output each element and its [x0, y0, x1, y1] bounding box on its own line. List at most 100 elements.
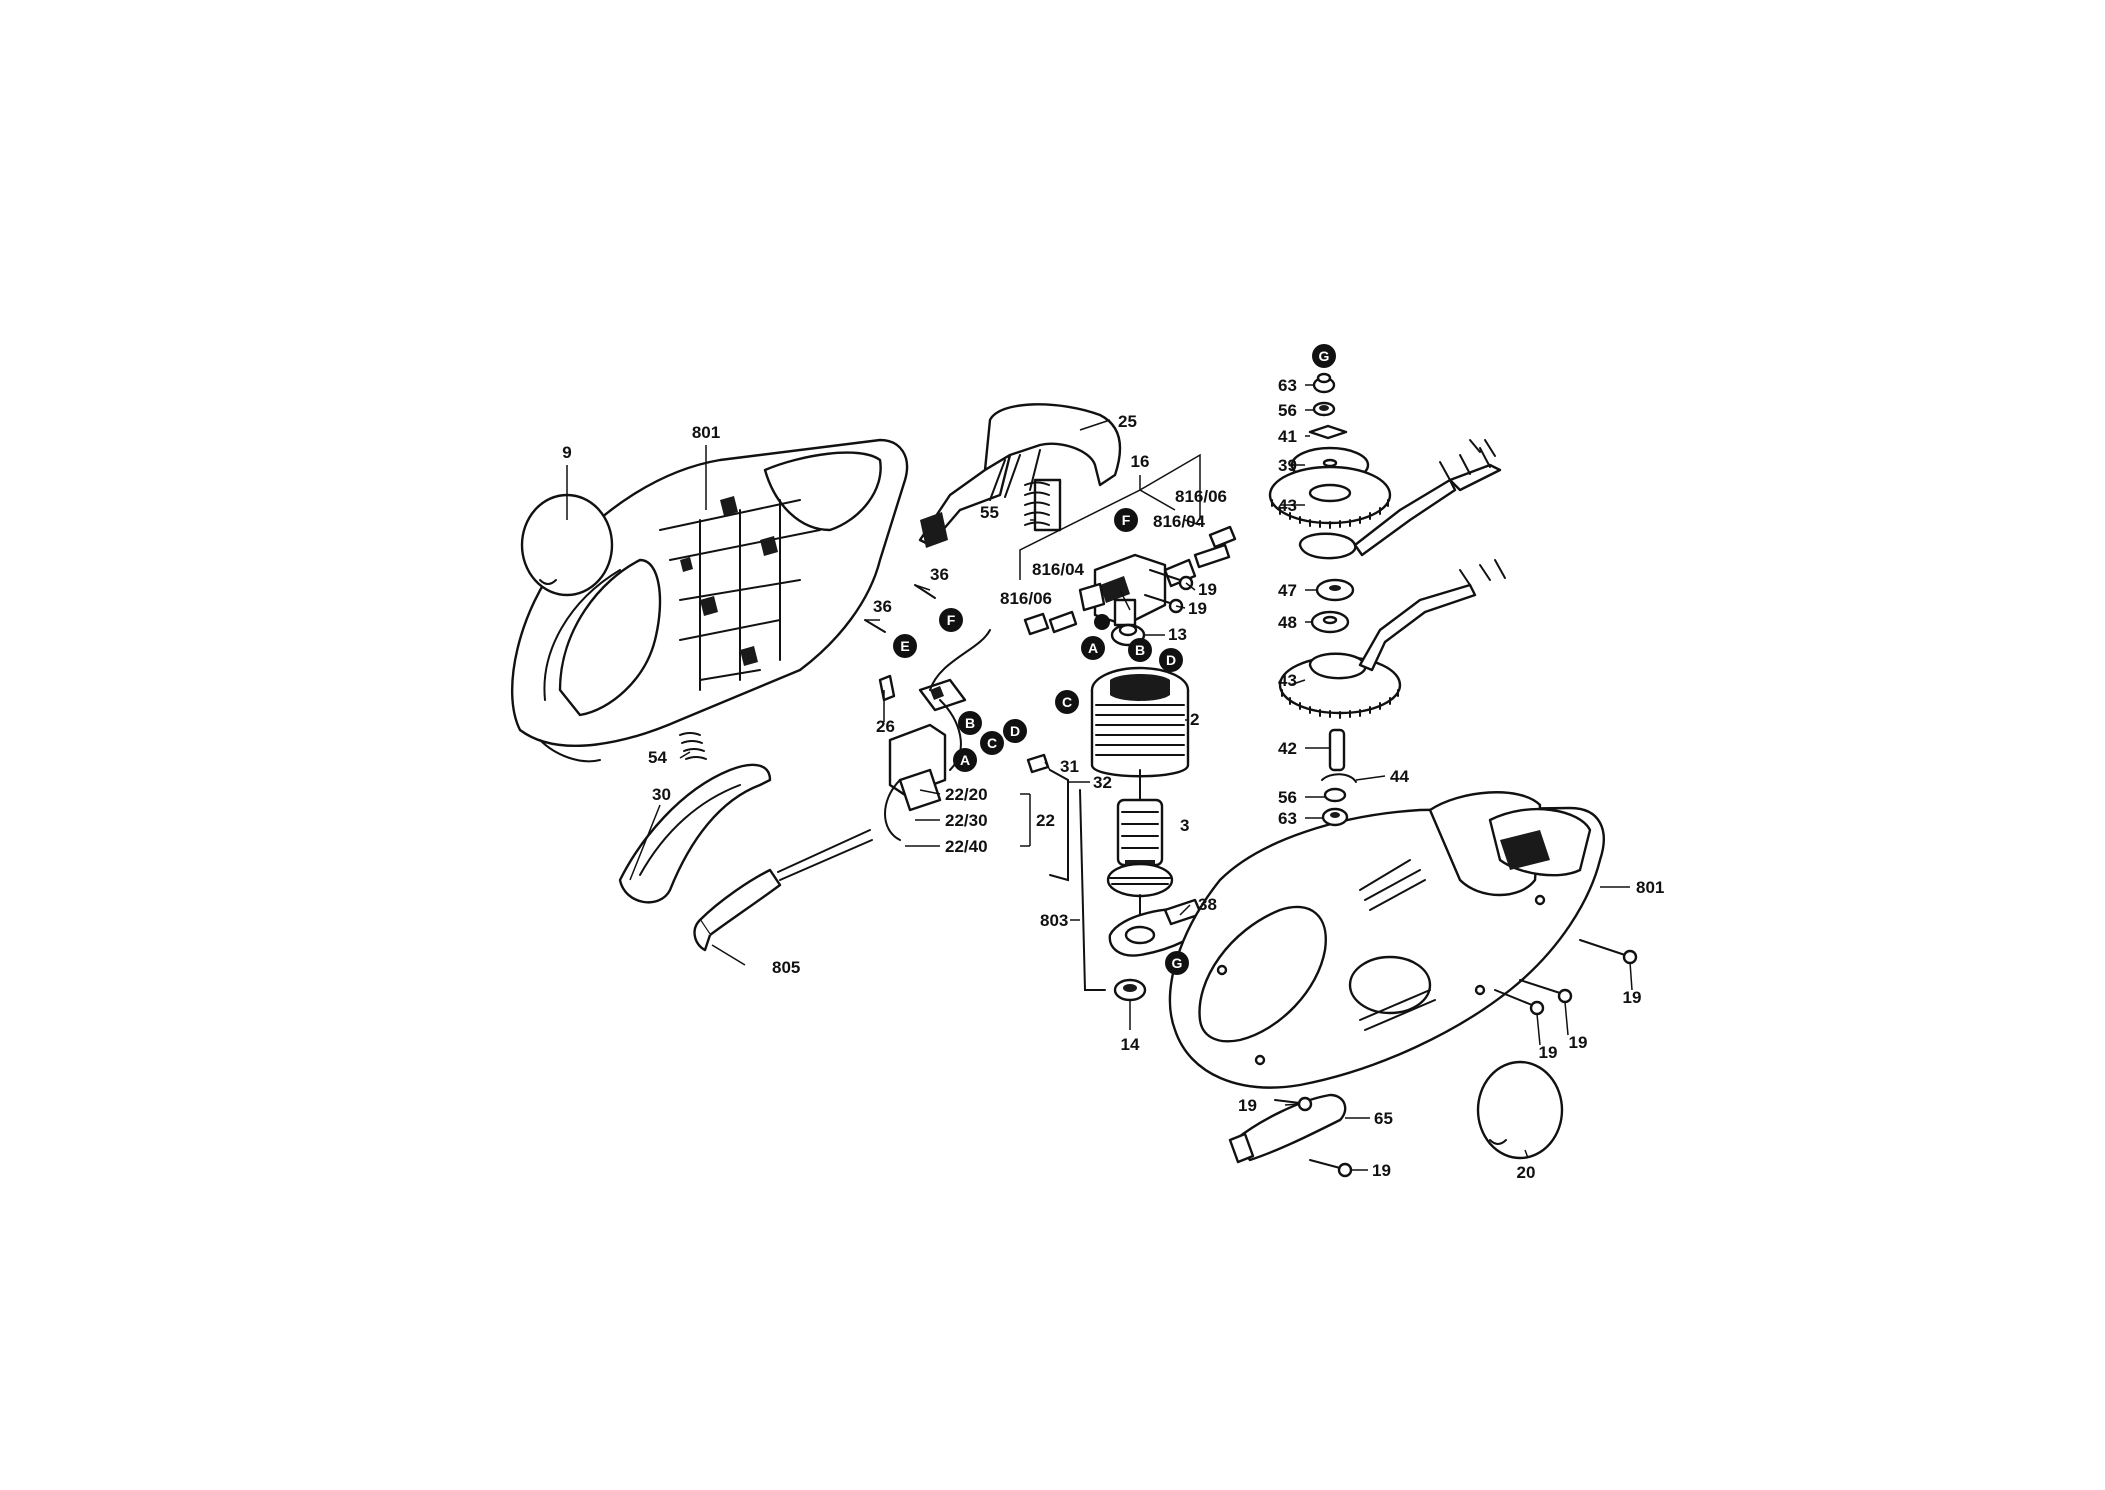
label-801-right: 801 [1636, 878, 1664, 897]
label-19-bottom-left: 19 [1238, 1096, 1257, 1115]
label-38: 38 [1198, 895, 1217, 914]
label-42: 42 [1278, 739, 1297, 758]
label-47: 47 [1278, 581, 1297, 600]
brush-springs [1023, 525, 1237, 636]
label-816-06-top: 816/06 [1175, 487, 1227, 506]
marker-b-stator: B [1128, 638, 1152, 662]
label-2: 2 [1190, 710, 1199, 729]
left-housing-half [510, 438, 909, 763]
svg-text:A: A [1088, 640, 1098, 656]
label-19-bottom: 19 [1372, 1161, 1391, 1180]
marker-f-brush: F [1114, 508, 1138, 532]
screws-19-right [1274, 939, 1638, 1178]
marker-a-wire: A [953, 748, 977, 772]
label-56-top: 56 [1278, 401, 1297, 420]
marker-small-dot [1094, 614, 1110, 630]
svg-text:D: D [1166, 652, 1176, 668]
svg-text:G: G [1172, 955, 1183, 971]
marker-a-stator: A [1081, 636, 1105, 660]
label-63-top: 63 [1278, 376, 1297, 395]
marker-g-top: G [1312, 344, 1336, 368]
armature-3 [1106, 769, 1174, 926]
svg-text:B: B [1135, 642, 1145, 658]
right-housing-half [1168, 791, 1605, 1089]
label-25: 25 [1118, 412, 1137, 431]
marker-c-stator: C [1055, 690, 1079, 714]
label-32: 32 [1093, 773, 1112, 792]
spring-54 [679, 732, 707, 760]
svg-text:D: D [1010, 723, 1020, 739]
label-19-right-a: 19 [1623, 988, 1642, 1007]
gear-43-upper-blade [1268, 439, 1502, 560]
pin-stack-bottom [1321, 728, 1357, 827]
label-803: 803 [1040, 911, 1068, 930]
marker-c-wire: C [980, 731, 1004, 755]
label-14: 14 [1121, 1035, 1140, 1054]
label-816-06-left: 816/06 [1000, 589, 1052, 608]
bearing-14 [1113, 978, 1147, 1002]
label-36-lower: 36 [873, 597, 892, 616]
svg-text:F: F [1122, 512, 1131, 528]
switch-assembly-22 [884, 629, 991, 841]
label-44: 44 [1390, 767, 1409, 786]
pins-36 [864, 584, 936, 633]
label-816-04-left: 816/04 [1032, 560, 1085, 579]
washers-47-48 [1310, 578, 1355, 634]
marker-e-wire: E [893, 634, 917, 658]
label-19-right-b: 19 [1569, 1033, 1588, 1052]
label-55: 55 [980, 503, 999, 522]
cable-803 [1079, 789, 1106, 991]
label-805: 805 [772, 958, 800, 977]
label-9: 9 [562, 443, 571, 462]
label-816-04-top: 816/04 [1153, 512, 1206, 531]
label-36-upper: 36 [930, 565, 949, 584]
connection-markers: G F A B D C F E [893, 344, 1336, 975]
label-19-right-c: 19 [1539, 1043, 1558, 1062]
label-801-left: 801 [692, 423, 720, 442]
label-3: 3 [1180, 816, 1189, 835]
label-19-brush-b: 19 [1188, 599, 1207, 618]
label-22: 22 [1036, 811, 1055, 830]
svg-text:C: C [987, 735, 997, 751]
marker-f-wire: F [939, 608, 963, 632]
marker-d-wire: D [1003, 719, 1027, 743]
label-63-bottom: 63 [1278, 809, 1297, 828]
svg-text:E: E [900, 638, 909, 654]
gear-43-lower-blade [1278, 559, 1506, 719]
label-22-40: 22/40 [945, 837, 988, 856]
cover-disc-20 [1476, 1060, 1564, 1160]
stator-2 [1090, 666, 1190, 778]
label-22-20: 22/20 [945, 785, 988, 804]
label-56-bottom: 56 [1278, 788, 1297, 807]
guard-65 [1228, 1093, 1347, 1164]
label-30: 30 [652, 785, 671, 804]
spring-55 [1024, 481, 1050, 526]
top-handle [918, 403, 1122, 548]
brush-holder-16 [1078, 553, 1197, 627]
label-48: 48 [1278, 613, 1297, 632]
label-16: 16 [1131, 452, 1150, 471]
label-26: 26 [876, 717, 895, 736]
svg-text:G: G [1319, 348, 1330, 364]
cable-guard-805 [693, 829, 873, 952]
svg-text:C: C [1062, 694, 1072, 710]
svg-text:F: F [947, 612, 956, 628]
marker-b-wire: B [958, 711, 982, 735]
label-20: 20 [1517, 1163, 1536, 1182]
label-31: 31 [1060, 757, 1079, 776]
marker-d-stator: D [1159, 648, 1183, 672]
svg-text:B: B [965, 715, 975, 731]
svg-text:A: A [960, 752, 970, 768]
leader-lines [566, 384, 1633, 1171]
part-labels: 9 801 25 16 816/06 816/04 55 36 36 816/0… [562, 376, 1664, 1182]
label-54: 54 [648, 748, 667, 767]
label-43-upper: 43 [1278, 496, 1297, 515]
label-19-brush-a: 19 [1198, 580, 1217, 599]
label-43-lower: 43 [1278, 671, 1297, 690]
marker-g-bottom: G [1165, 951, 1189, 975]
label-13: 13 [1168, 625, 1187, 644]
trigger-30 [618, 763, 772, 904]
label-22-30: 22/30 [945, 811, 988, 830]
label-39: 39 [1278, 456, 1297, 475]
